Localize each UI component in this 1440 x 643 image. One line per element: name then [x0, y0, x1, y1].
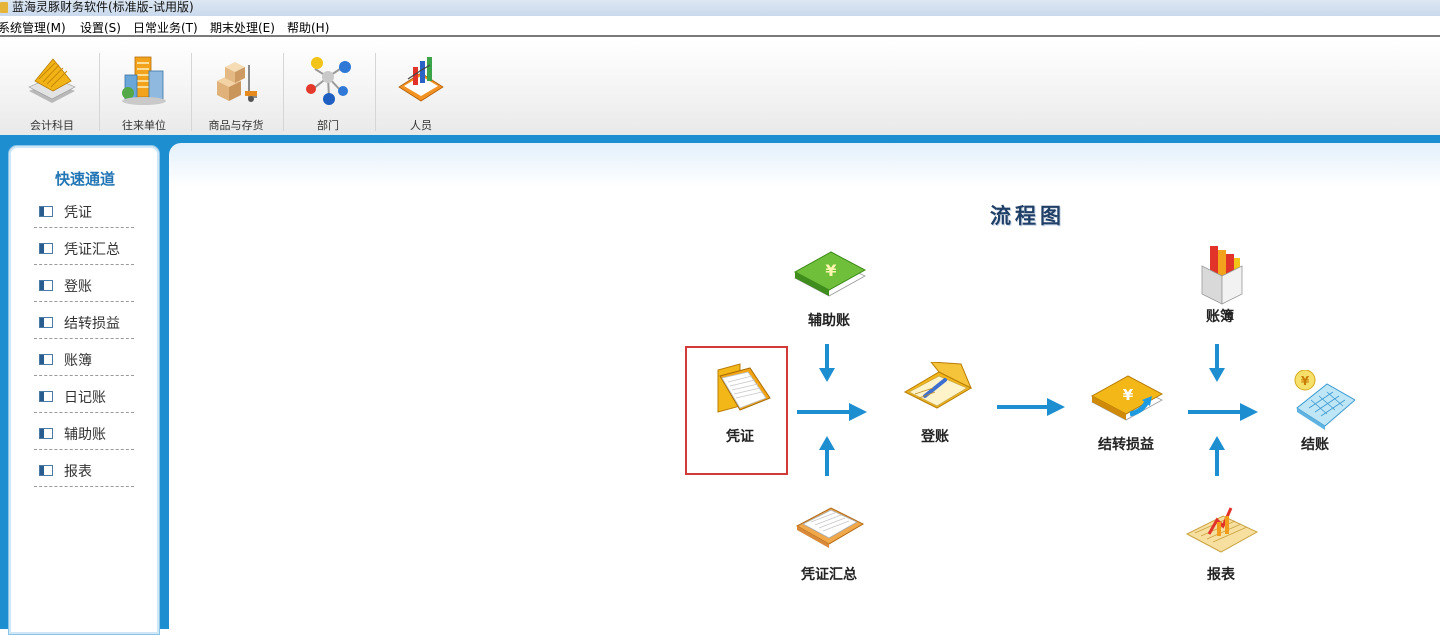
flowchart-title: 流程图 [990, 204, 1065, 228]
goods-inventory-icon [217, 62, 257, 102]
menu-period-end[interactable]: 期末处理(E) [210, 21, 275, 35]
quick-item-label: 凭证 [64, 205, 92, 221]
quick-item-label: 日记账 [64, 390, 106, 406]
account-subjects-icon [28, 58, 76, 103]
document-icon [39, 428, 53, 439]
quick-item-voucher[interactable]: 凭证 [34, 198, 134, 228]
document-icon [39, 280, 53, 291]
arrow-right-icon [1188, 403, 1258, 421]
quick-item-label: 辅助账 [64, 427, 106, 443]
quick-access-title: 快速通道 [54, 170, 115, 188]
quick-item-reports[interactable]: 报表 [34, 457, 134, 487]
selected-node-highlight [685, 346, 788, 475]
posting-book-icon [903, 362, 973, 409]
document-icon [39, 206, 53, 217]
arrow-right-icon [797, 403, 867, 421]
svg-text:¥: ¥ [1301, 374, 1310, 388]
toolbar-personnel[interactable]: 人员 [381, 45, 461, 132]
arrow-right-icon [997, 398, 1065, 416]
svg-text:¥: ¥ [1123, 386, 1134, 404]
flow-node-label: 凭证 [726, 429, 754, 445]
quick-item-label: 账簿 [64, 353, 92, 369]
flow-node-carry-forward[interactable]: ¥ 结转损益 [1078, 370, 1174, 454]
document-icon [39, 391, 53, 402]
toolbar-label: 人员 [410, 119, 432, 132]
toolbar-departments[interactable]: 部门 [288, 45, 368, 132]
aux-ledger-book-icon: ¥ [793, 251, 867, 297]
toolbar-goods-inventory[interactable]: 商品与存货 [196, 45, 276, 132]
flow-node-closing[interactable]: ¥ 结账 [1267, 370, 1363, 454]
menu-system[interactable]: 系统管理(M) [0, 21, 66, 35]
flow-node-ledger-books[interactable]: 账簿 [1172, 242, 1268, 326]
menu-settings[interactable]: 设置(S) [80, 21, 121, 35]
toolbar-account-subjects[interactable]: 会计科目 [12, 45, 92, 132]
flow-node-label: 凭证汇总 [801, 567, 857, 583]
quick-item-label: 报表 [64, 464, 92, 480]
menu-help[interactable]: 帮助(H) [287, 21, 330, 35]
flow-node-label: 登账 [921, 429, 949, 445]
flow-node-aux-ledger[interactable]: ¥ 辅助账 [781, 246, 877, 330]
toolbar-label: 部门 [317, 119, 339, 132]
document-icon [39, 354, 53, 365]
voucher-summary-icon [795, 507, 865, 548]
toolbar-separator [283, 53, 284, 131]
flow-node-label: 辅助账 [808, 313, 850, 329]
business-partners-icon [122, 56, 166, 105]
toolbar-label: 会计科目 [30, 119, 74, 132]
flow-node-label: 结账 [1301, 437, 1329, 453]
toolbar-separator [375, 53, 376, 131]
closing-calculator-icon: ¥ [1294, 370, 1355, 430]
arrow-up-icon [819, 436, 835, 476]
quick-item-journal[interactable]: 日记账 [34, 383, 134, 413]
quick-item-label: 登账 [64, 279, 92, 295]
app-icon [0, 2, 8, 13]
document-icon [39, 465, 53, 476]
quick-item-ledger-books[interactable]: 账簿 [34, 346, 134, 376]
flow-node-posting[interactable]: 登账 [887, 362, 983, 446]
arrow-down-icon [1209, 344, 1225, 382]
toolbar-label: 商品与存货 [208, 119, 264, 132]
quick-item-posting[interactable]: 登账 [34, 272, 134, 302]
quick-item-voucher-summary[interactable]: 凭证汇总 [34, 235, 134, 265]
window-title: 蓝海灵豚财务软件(标准版-试用版) [12, 0, 194, 14]
document-icon [39, 243, 53, 254]
toolbar-label: 往来单位 [122, 119, 166, 132]
toolbar-separator [99, 53, 100, 131]
toolbar-separator [191, 53, 192, 131]
flow-node-reports[interactable]: 报表 [1173, 500, 1269, 584]
quick-item-aux-ledger[interactable]: 辅助账 [34, 420, 134, 450]
personnel-icon [398, 57, 444, 102]
flow-node-label: 结转损益 [1098, 437, 1154, 453]
reports-icon [1185, 507, 1259, 553]
flow-node-label: 账簿 [1206, 309, 1234, 325]
toolbar: 会计科目 往来单位 商品与存货 [0, 39, 1440, 135]
quick-item-label: 结转损益 [64, 316, 120, 332]
main-content [169, 143, 1440, 643]
menu-bar: 系统管理(M) 设置(S) 日常业务(T) 期末处理(E) 帮助(H) [0, 16, 1440, 37]
svg-text:¥: ¥ [825, 261, 836, 280]
arrow-up-icon [1209, 436, 1225, 476]
toolbar-business-partners[interactable]: 往来单位 [104, 45, 184, 132]
ledger-books-icon [1201, 246, 1243, 305]
title-bar: 蓝海灵豚财务软件(标准版-试用版) [0, 0, 1440, 16]
flow-node-voucher[interactable]: 凭证 [692, 362, 788, 446]
arrow-down-icon [819, 344, 835, 382]
quick-access-panel: 快速通道 凭证 凭证汇总 登账 结转损益 账簿 日记账 辅助账 报表 [8, 145, 160, 635]
voucher-book-icon [717, 363, 771, 413]
carry-forward-book-icon: ¥ [1090, 375, 1164, 421]
menu-daily-business[interactable]: 日常业务(T) [133, 21, 198, 35]
quick-item-carry-forward[interactable]: 结转损益 [34, 309, 134, 339]
departments-icon [306, 57, 351, 105]
quick-item-label: 凭证汇总 [64, 242, 120, 258]
flow-node-voucher-summary[interactable]: 凭证汇总 [781, 500, 877, 584]
flow-node-label: 报表 [1207, 567, 1235, 583]
document-icon [39, 317, 53, 328]
